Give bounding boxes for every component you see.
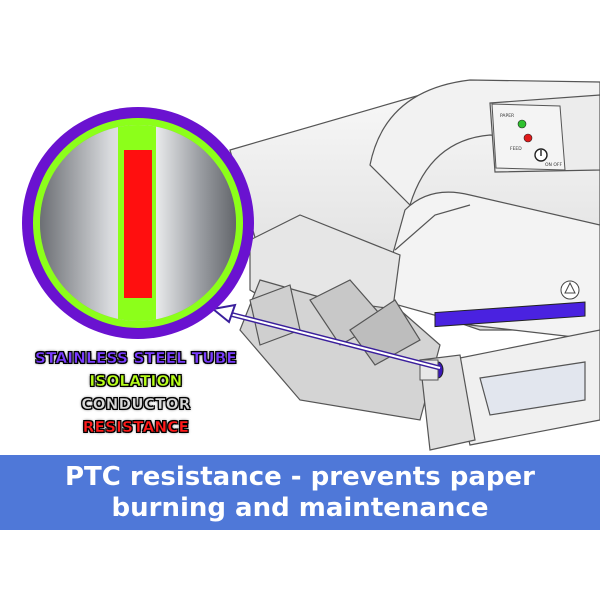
panel-label-feed: FEED (510, 146, 522, 152)
pointer-arrow (210, 303, 441, 371)
control-panel: PAPER FEED ON OFF (491, 103, 566, 171)
panel-label-onoff: ON OFF (545, 162, 562, 168)
panel-label-paper: PAPER (500, 113, 514, 119)
material-legend: STAINLESS STEEL TUBE ISOLATION CONDUCTOR… (20, 347, 252, 439)
brand-emblem-icon (560, 280, 580, 300)
red-led-icon (523, 133, 533, 143)
legend-isolation: ISOLATION (89, 372, 183, 390)
legend-conductor: CONDUCTOR (81, 395, 191, 413)
caption-line-1: PTC resistance - prevents paper (64, 461, 535, 492)
magnified-cross-section (22, 107, 254, 339)
green-led-icon (517, 119, 527, 129)
legend-stainless-steel-tube: STAINLESS STEEL TUBE (35, 349, 237, 367)
machine-body (229, 79, 600, 451)
caption-banner: PTC resistance - prevents paper burning … (0, 455, 600, 530)
caption-line-2: burning and maintenance (111, 492, 489, 523)
legend-resistance: RESISTANCE (82, 418, 190, 436)
